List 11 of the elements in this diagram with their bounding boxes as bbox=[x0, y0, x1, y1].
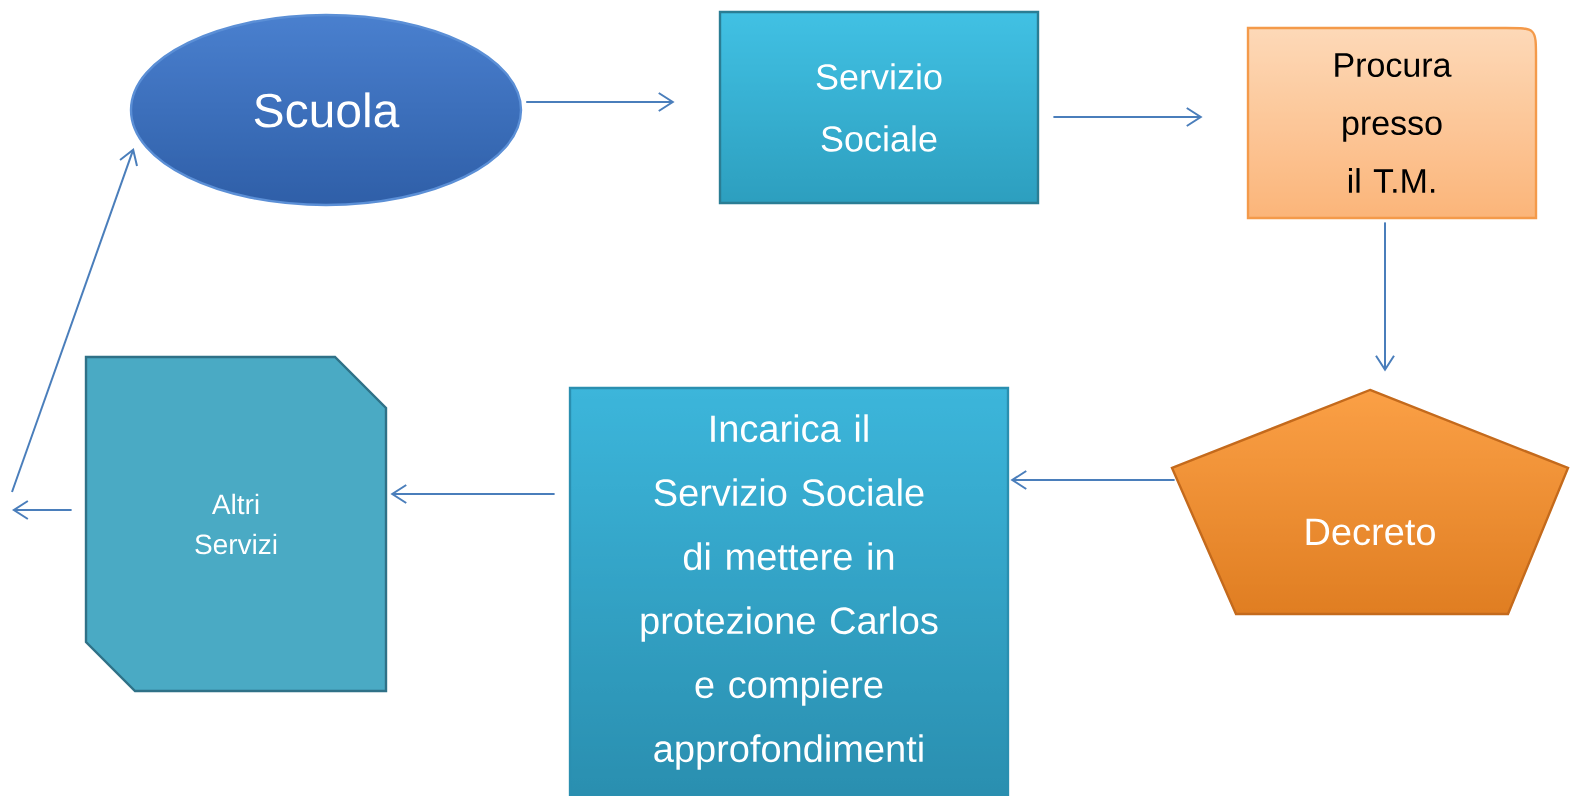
arrow bbox=[12, 500, 73, 520]
snipped-box: Altri Servizi bbox=[84, 355, 388, 693]
process-box: Procura presso il T.M. bbox=[1246, 26, 1538, 220]
arrow bbox=[11, 148, 138, 493]
arrow bbox=[525, 92, 675, 112]
arrow bbox=[1052, 107, 1203, 127]
arrow bbox=[1375, 221, 1395, 372]
arrow bbox=[1010, 470, 1176, 490]
process-box: Incarica il Servizio Sociale di mettere in protezione Carlos e compiere approfondimenti bbox=[568, 386, 1010, 796]
arrow bbox=[390, 484, 556, 504]
process-box: Servizio Sociale bbox=[718, 10, 1040, 205]
